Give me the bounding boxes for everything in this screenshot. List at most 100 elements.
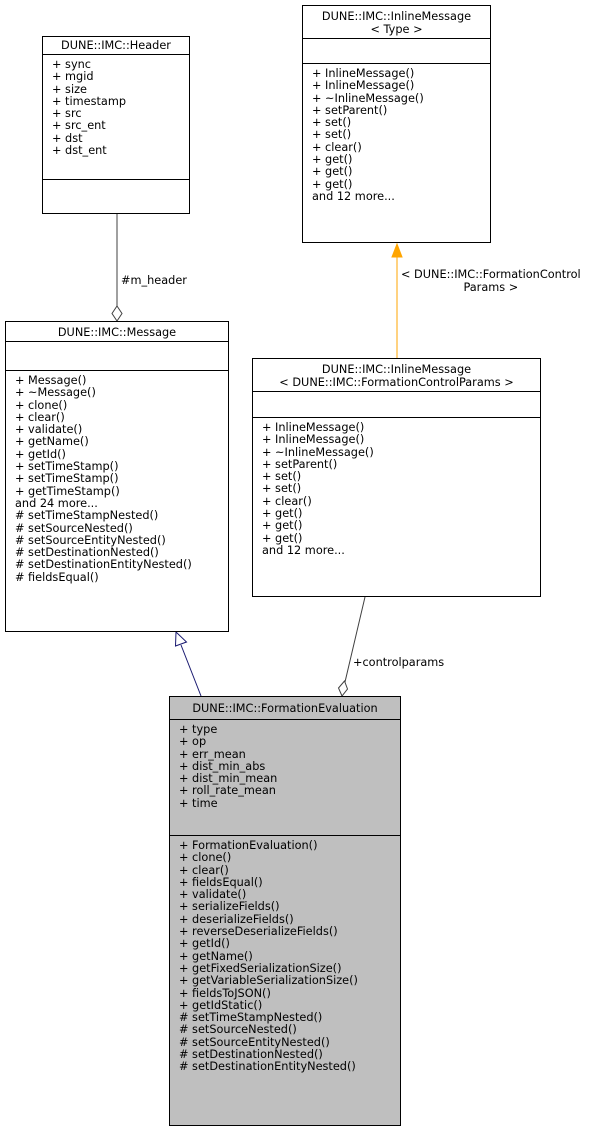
- method: + clear(): [312, 140, 362, 154]
- method: # fieldsEqual(): [15, 570, 99, 584]
- class-title: DUNE::IMC::FormationEvaluation: [170, 697, 400, 719]
- attribute: + dist_min_mean: [179, 772, 278, 786]
- class-title: DUNE::IMC::InlineMessage < Type >: [303, 6, 490, 38]
- class-title-line: DUNE::IMC::Message: [57, 326, 177, 339]
- method: + get(): [312, 177, 353, 191]
- method: + fieldsEqual(): [179, 875, 263, 889]
- methods-section: + FormationEvaluation() + clone() + clea…: [170, 835, 400, 1076]
- method: # setDestinationNested(): [179, 1048, 323, 1062]
- method: + InlineMessage(): [312, 67, 415, 80]
- class-title-line: DUNE::IMC::InlineMessage: [321, 10, 472, 23]
- attribute: + src: [52, 107, 82, 121]
- edge-label-controlparams: +controlparams: [353, 656, 445, 669]
- method: + validate(): [179, 888, 247, 902]
- methods-section: [43, 179, 189, 197]
- method: + FormationEvaluation(): [179, 839, 318, 852]
- class-title: DUNE::IMC::Header: [43, 37, 189, 54]
- method: + setParent(): [312, 103, 388, 117]
- method: + fieldsToJSON(): [179, 986, 271, 1000]
- method: # setDestinationEntityNested(): [15, 558, 192, 572]
- attributes-section: [6, 341, 228, 370]
- method: + reverseDeserializeFields(): [179, 925, 338, 939]
- class-title-line: < DUNE::IMC::FormationControlParams >: [279, 376, 514, 389]
- edge-label-m-header: #m_header: [121, 274, 187, 287]
- method: + setTimeStamp(): [15, 460, 119, 474]
- more-members: and 12 more...: [262, 543, 345, 557]
- method: + set(): [312, 116, 352, 130]
- attributes-section: + type + op + err_mean + dist_min_abs + …: [170, 719, 400, 835]
- method: + getName(): [179, 949, 253, 963]
- class-box-inline-message-template[interactable]: DUNE::IMC::InlineMessage < Type > + Inli…: [302, 5, 491, 243]
- method: + get(): [312, 153, 353, 167]
- method: # setDestinationNested(): [15, 546, 159, 560]
- edge-label-template-line-2: Params >: [463, 281, 519, 294]
- method: + get(): [312, 165, 353, 179]
- class-title-line: < Type >: [370, 23, 423, 36]
- method: # setTimeStampNested(): [179, 1011, 323, 1025]
- edge-inheritance: [180, 644, 202, 697]
- method: # setDestinationEntityNested(): [179, 1060, 356, 1074]
- method: + getFixedSerializationSize(): [179, 961, 342, 975]
- attributes-section: + sync + mgid + size + timestamp + src +…: [43, 54, 189, 179]
- attribute: + roll_rate_mean: [179, 784, 276, 798]
- attribute: + dst: [52, 131, 83, 145]
- method: + get(): [262, 519, 303, 533]
- attribute: + err_mean: [179, 747, 246, 761]
- class-box-header[interactable]: DUNE::IMC::Header + sync + mgid + size +…: [42, 36, 190, 214]
- method: # setSourceEntityNested(): [15, 533, 166, 547]
- method: + setParent(): [262, 457, 338, 471]
- attribute: + src_ent: [52, 119, 106, 133]
- method: + getId(): [15, 447, 66, 461]
- edge-label-template: < DUNE::IMC::FormationControl Params >: [401, 268, 581, 294]
- method: + getTimeStamp(): [15, 484, 120, 498]
- attributes-section: [303, 38, 490, 63]
- method: + serializeFields(): [179, 900, 280, 914]
- method: + get(): [262, 507, 303, 521]
- edge-controlparams: [344, 596, 366, 683]
- attribute: + op: [179, 735, 207, 749]
- method: + clear(): [15, 410, 65, 424]
- composition-diamond-icon: [111, 305, 123, 322]
- template-arrow-icon: [391, 242, 403, 258]
- class-box-formation-evaluation[interactable]: DUNE::IMC::FormationEvaluation + type + …: [169, 696, 401, 1126]
- class-title-line: DUNE::IMC::FormationEvaluation: [192, 702, 378, 715]
- class-box-inline-message-instance[interactable]: DUNE::IMC::InlineMessage < DUNE::IMC::Fo…: [252, 358, 541, 597]
- method: + getVariableSerializationSize(): [179, 974, 358, 988]
- method: + clear(): [262, 494, 312, 508]
- method: + ~InlineMessage(): [312, 91, 424, 105]
- methods-section: + Message() + ~Message() + clone() + cle…: [6, 370, 228, 586]
- method: + InlineMessage(): [312, 79, 415, 93]
- method: + InlineMessage(): [262, 421, 365, 434]
- method: # setSourceNested(): [179, 1023, 297, 1037]
- method: + Message(): [15, 374, 87, 387]
- method: + getId(): [179, 937, 230, 951]
- class-title-line: DUNE::IMC::Header: [61, 39, 171, 52]
- class-title: DUNE::IMC::InlineMessage < DUNE::IMC::Fo…: [253, 359, 540, 391]
- methods-section: + InlineMessage() + InlineMessage() + ~I…: [303, 63, 490, 205]
- inheritance-arrow-icon: [174, 630, 188, 647]
- attribute: + timestamp: [52, 94, 126, 108]
- method: + get(): [262, 531, 303, 545]
- method: # setSourceEntityNested(): [179, 1035, 330, 1049]
- more-members: and 12 more...: [312, 189, 395, 203]
- method: + ~Message(): [15, 386, 96, 400]
- class-title-line: DUNE::IMC::InlineMessage: [321, 363, 472, 376]
- attributes-section: [253, 391, 540, 417]
- attribute: + sync: [52, 58, 91, 71]
- method: + set(): [262, 470, 302, 484]
- attribute: + dst_ent: [52, 144, 107, 158]
- attribute: + type: [179, 723, 218, 736]
- edge-label-template-line-1: < DUNE::IMC::FormationControl: [401, 268, 581, 281]
- class-title: DUNE::IMC::Message: [6, 322, 228, 341]
- method: + set(): [312, 128, 352, 142]
- method: + validate(): [15, 423, 83, 437]
- method: + clone(): [179, 851, 232, 865]
- method: + InlineMessage(): [262, 433, 365, 447]
- methods-section: + InlineMessage() + InlineMessage() + ~I…: [253, 417, 540, 559]
- attribute: + time: [179, 796, 218, 810]
- class-box-message[interactable]: DUNE::IMC::Message + Message() + ~Messag…: [5, 321, 229, 632]
- method: + getName(): [15, 435, 89, 449]
- attribute: + size: [52, 82, 87, 96]
- method: + deserializeFields(): [179, 912, 294, 926]
